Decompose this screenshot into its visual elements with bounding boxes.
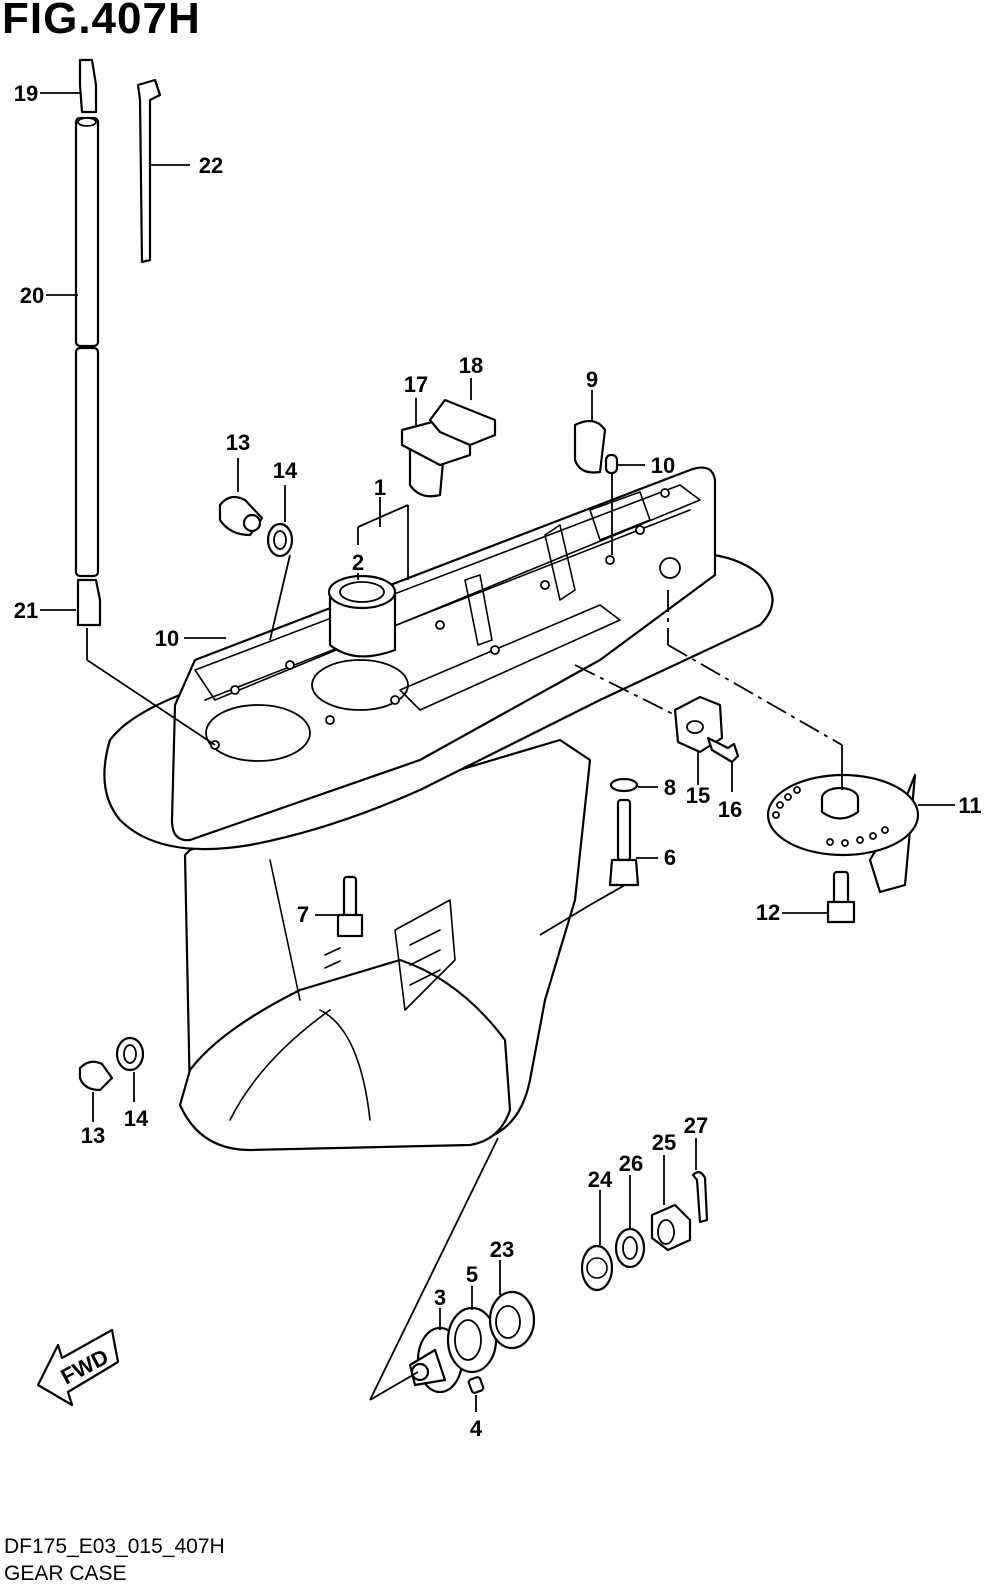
callout-9: 9 (586, 367, 598, 392)
seal-ring (488, 1290, 536, 1350)
figure-code: DF175_E03_015_407H (4, 1535, 225, 1558)
callout-14-lower: 14 (124, 1106, 149, 1131)
callout-19: 19 (14, 81, 38, 106)
gasket-upper (266, 522, 294, 558)
callout-7: 7 (297, 902, 309, 927)
callout-18: 18 (459, 353, 483, 378)
callout-labels: 1 2 3 4 5 6 7 8 9 10 10 11 12 13 13 14 1… (14, 81, 982, 1441)
callout-1: 1 (374, 475, 386, 500)
callout-27: 27 (684, 1113, 708, 1138)
callout-26: 26 (619, 1151, 643, 1176)
cable-tie (136, 78, 162, 264)
tube-grommet (76, 578, 102, 627)
cotter-pin (691, 1171, 709, 1224)
gear-case-housing (103, 466, 774, 1152)
bushing-sleeve (327, 574, 397, 658)
figure-title: FIG.407H (2, 0, 201, 43)
callout-13-lower: 13 (81, 1123, 105, 1148)
callout-15: 15 (686, 783, 710, 808)
deck-bolt-holes (210, 488, 670, 750)
callout-20: 20 (20, 283, 44, 308)
spacer-washer (614, 1227, 646, 1269)
callout-6: 6 (664, 845, 676, 870)
callout-25: 25 (652, 1130, 676, 1155)
mount-plate (428, 398, 497, 447)
oil-plug-lower (78, 1060, 114, 1092)
bolt-12 (826, 870, 856, 924)
callout-17: 17 (404, 372, 428, 397)
bolt-7 (336, 875, 364, 938)
anode-bolt (706, 736, 740, 764)
callout-22: 22 (199, 153, 223, 178)
callout-11: 11 (958, 793, 981, 818)
callout-3: 3 (434, 1285, 446, 1310)
callout-13-upper: 13 (226, 430, 250, 455)
dowel-pin-upper (604, 453, 619, 475)
figure-name: GEAR CASE (4, 1562, 127, 1585)
tube-joint-top (78, 58, 98, 114)
oil-plug-upper (218, 495, 264, 537)
callout-5: 5 (466, 1262, 478, 1287)
fwd-arrow-icon: FWD (36, 1328, 120, 1407)
callout-23: 23 (490, 1237, 514, 1262)
callout-14-upper: 14 (273, 458, 298, 483)
callout-10-upper: 10 (651, 453, 675, 478)
bearing-race (446, 1306, 498, 1374)
callout-24: 24 (588, 1167, 613, 1192)
water-tube (74, 116, 100, 578)
key-pin (467, 1376, 485, 1394)
washer-8 (609, 777, 639, 793)
gasket-lower (115, 1036, 145, 1072)
cap (573, 419, 607, 474)
tab-washer (580, 1244, 614, 1292)
castle-nut (650, 1203, 692, 1252)
callout-10-lower: 10 (155, 626, 179, 651)
leader-lines (40, 92, 955, 1412)
callout-21: 21 (14, 598, 38, 623)
bolt-6 (608, 798, 640, 887)
callout-4: 4 (470, 1416, 483, 1441)
callout-16: 16 (718, 797, 742, 822)
callout-8: 8 (664, 775, 676, 800)
callout-12: 12 (756, 900, 780, 925)
callout-2: 2 (352, 550, 364, 575)
trim-tab-holes (772, 786, 889, 847)
trim-tab (766, 773, 920, 894)
